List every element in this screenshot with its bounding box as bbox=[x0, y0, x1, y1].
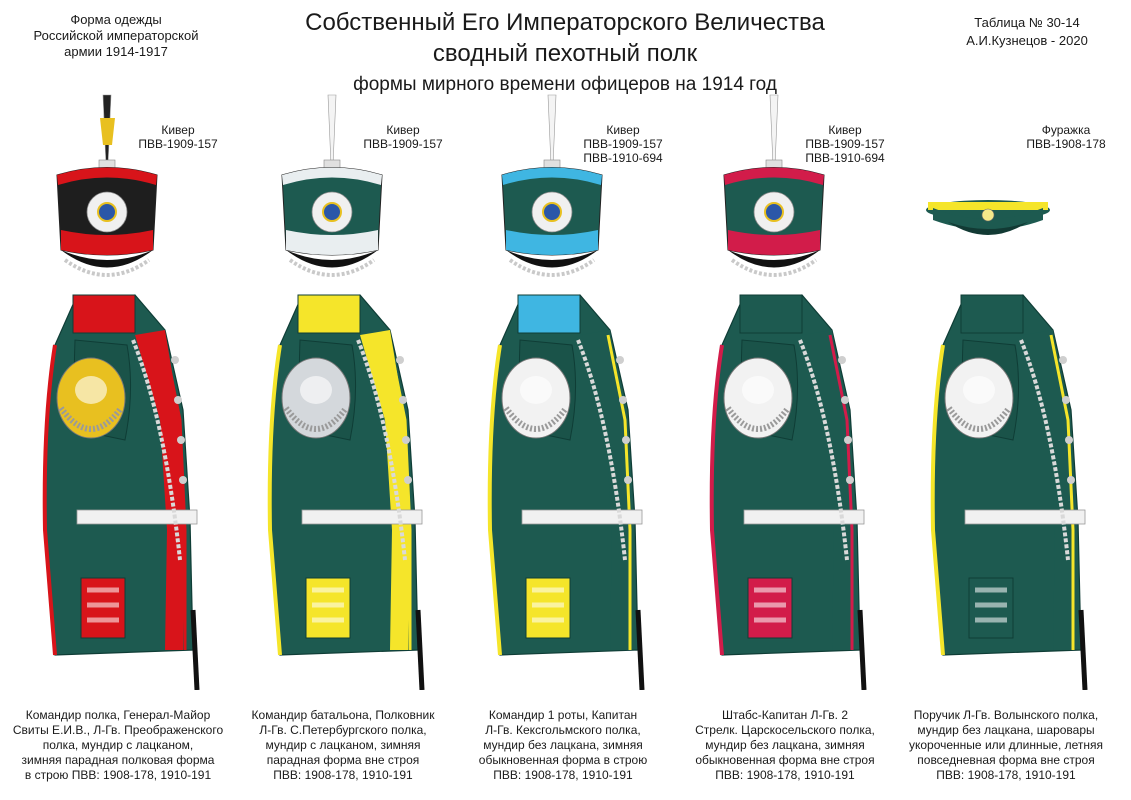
header-right-line: А.И.Кузнецов - 2020 bbox=[966, 33, 1088, 48]
caption-line: Свиты Е.И.В., Л-Гв. Преображенского bbox=[12, 723, 224, 737]
caption-line: ПВВ: 1908-178, 1910-191 bbox=[715, 768, 855, 782]
headwear-label-line: Кивер bbox=[828, 123, 862, 137]
caption-line: укороченные или длинные, летняя bbox=[908, 738, 1104, 752]
headwear-label-line: Кивер bbox=[386, 123, 420, 137]
aiguillette-icon bbox=[356, 339, 407, 561]
caption-line: ПВВ: 1908-178, 1910-191 bbox=[936, 768, 1076, 782]
caption-line: в строю ПВВ: 1908-178, 1910-191 bbox=[24, 768, 212, 782]
epaulette-icon bbox=[281, 357, 351, 439]
shako-icon bbox=[501, 94, 603, 277]
caption-line: ПВВ: 1908-178, 1910-191 bbox=[493, 768, 633, 782]
headwear-label-line: Кивер bbox=[606, 123, 640, 137]
epaulette-icon bbox=[944, 357, 1014, 439]
caption-line: Командир 1 роты, Капитан bbox=[488, 708, 638, 722]
uniform-drawing bbox=[42, 94, 200, 690]
tunic-icon bbox=[267, 294, 425, 690]
shako-icon bbox=[281, 94, 383, 277]
epaulette-icon bbox=[723, 357, 793, 439]
header-table-number: Таблица № 30-14 А.И.Кузнецов - 2020 bbox=[947, 14, 1107, 50]
aiguillette-icon bbox=[1019, 339, 1070, 561]
caption-line: зимняя парадная полковая форма bbox=[21, 753, 215, 767]
caption-line: повседневная форма вне строя bbox=[917, 753, 1095, 767]
header-left-line: Форма одежды bbox=[70, 12, 162, 27]
uniform-drawing bbox=[709, 94, 867, 690]
caption-line: Л-Гв. Кексгольмского полка, bbox=[485, 723, 641, 737]
header-right-line: Таблица № 30-14 bbox=[974, 15, 1080, 30]
epaulette-icon bbox=[56, 357, 126, 439]
caption-line: мундир с лацканом, зимняя bbox=[265, 738, 421, 752]
caption-line: Поручик Л-Гв. Волынского полка, bbox=[913, 708, 1099, 722]
header-left-line: армии 1914-1917 bbox=[64, 44, 168, 59]
tunic-icon bbox=[487, 294, 645, 690]
headwear-label-line: ПВВ-1910-694 bbox=[805, 151, 885, 165]
page-subtitle: формы мирного времени офицеров на 1914 г… bbox=[353, 74, 777, 95]
caption-line: Л-Гв. С.Петербургского полка, bbox=[259, 723, 427, 737]
caption-line: Командир батальона, Полковник bbox=[251, 708, 435, 722]
caption-line: обыкновенная форма в строю bbox=[478, 753, 648, 767]
caption-line: Штабс-Капитан Л-Гв. 2 bbox=[721, 708, 849, 722]
aiguillette-icon bbox=[798, 339, 849, 561]
headwear-label-line: ПВВ-1909-157 bbox=[363, 137, 443, 151]
headwear-label-line: ПВВ-1909-157 bbox=[138, 137, 218, 151]
header-series-label: Форма одежды Российской императорской ар… bbox=[16, 12, 216, 60]
shako-icon bbox=[723, 94, 825, 277]
caption-line: Стрелк. Царскосельского полка, bbox=[695, 723, 875, 737]
page-title-line-2: сводный пехотный полк bbox=[432, 40, 698, 67]
headwear-label-line: ПВВ-1908-178 bbox=[1026, 137, 1106, 151]
shako-icon bbox=[56, 94, 158, 277]
caption-line: ПВВ: 1908-178, 1910-191 bbox=[273, 768, 413, 782]
tunic-icon bbox=[709, 294, 867, 690]
page-title-line-1: Собственный Его Императорского Величеств… bbox=[305, 9, 825, 36]
caption-line: мундир без лацкана, шаровары bbox=[917, 723, 1095, 737]
uniform-drawing bbox=[926, 200, 1088, 690]
epaulette-icon bbox=[501, 357, 571, 439]
caption-line: полка, мундир с лацканом, bbox=[42, 738, 194, 752]
headwear-label-line: ПВВ-1909-157 bbox=[583, 137, 663, 151]
peaked-cap-icon bbox=[926, 200, 1050, 235]
headwear-label-line: ПВВ-1910-694 bbox=[583, 151, 663, 165]
headwear-label-line: Кивер bbox=[161, 123, 195, 137]
aiguillette-icon bbox=[576, 339, 627, 561]
figure-caption: Поручик Л-Гв. Волынского полка,мундир бе… bbox=[893, 708, 1119, 783]
header-left-line: Российской императорской bbox=[33, 28, 199, 43]
headwear-label-line: ПВВ-1909-157 bbox=[805, 137, 885, 151]
uniform-drawing bbox=[267, 94, 425, 690]
caption-line: парадная форма вне строя bbox=[266, 753, 420, 767]
caption-line: мундир без лацкана, зимняя bbox=[483, 738, 643, 752]
caption-line: обыкновенная форма вне строя bbox=[695, 753, 875, 767]
caption-line: мундир без лацкана, зимняя bbox=[705, 738, 865, 752]
headwear-label-line: Фуражка bbox=[1041, 123, 1091, 137]
tunic-icon bbox=[930, 294, 1088, 690]
tunic-icon bbox=[42, 294, 200, 690]
aiguillette-icon bbox=[131, 339, 182, 561]
caption-line: Командир полка, Генерал-Майор bbox=[25, 708, 211, 722]
uniform-drawing bbox=[487, 94, 645, 690]
